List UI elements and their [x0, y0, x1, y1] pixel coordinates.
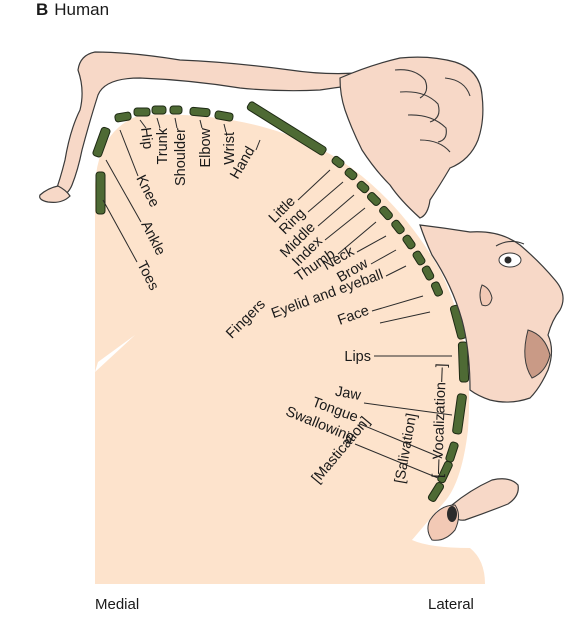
label-hip: Hip	[137, 127, 156, 151]
label-elbow: Elbow	[198, 127, 214, 167]
cortex-tissue	[95, 114, 485, 584]
label-trunk: Trunk	[155, 127, 171, 164]
tissue-notch-left	[95, 335, 135, 372]
label-vocalization: [—Vocalization—]	[430, 363, 450, 478]
medial-label: Medial	[95, 596, 140, 613]
label-wrist: Wrist	[222, 132, 238, 165]
homunculus-pharynx	[447, 506, 457, 522]
label-shoulder: Shoulder	[173, 128, 189, 186]
homunculus-toes	[39, 185, 71, 203]
panel-title: B Human	[36, 0, 109, 20]
homunculus-hand	[339, 56, 484, 219]
homunculus-ear	[479, 284, 493, 307]
homunculus-pupil	[504, 256, 512, 264]
label-jaw: Jaw	[334, 384, 363, 404]
leader-lines	[102, 117, 453, 479]
cortex-band	[92, 101, 470, 502]
hand-fingers	[394, 69, 471, 153]
panel-title-text: Human	[54, 0, 110, 19]
panel-letter: B	[36, 0, 49, 19]
homunculus-tongue	[451, 478, 519, 521]
lateral-label: Lateral	[428, 596, 474, 613]
homunculus-brow	[495, 240, 525, 247]
label-lips: Lips	[344, 349, 371, 365]
homunculus-mouth	[524, 329, 551, 379]
